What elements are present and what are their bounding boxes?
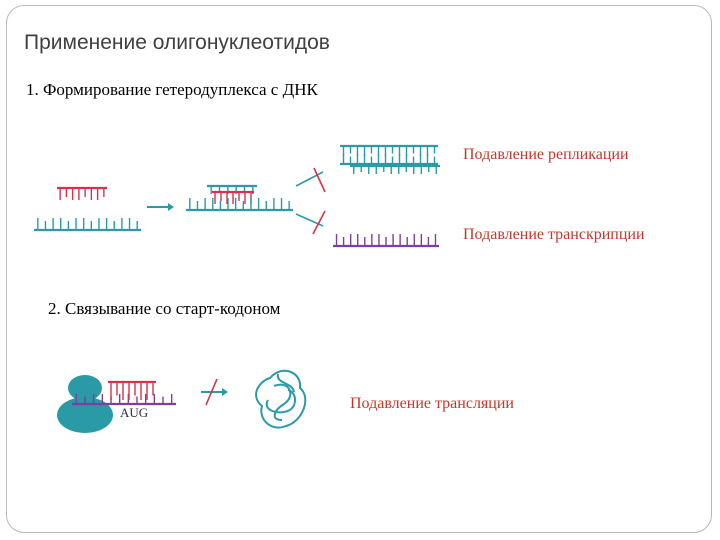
dna-duplex-replication (340, 144, 440, 174)
arrow-1 (147, 203, 174, 211)
dna-duplex-strand-1 (340, 144, 438, 156)
oligo-strand-bound (212, 190, 254, 204)
label-translation-inhibition: Подавление трансляции (350, 395, 514, 412)
rna-strand-transcription (333, 234, 439, 248)
folded-protein-icon (255, 369, 307, 429)
label-transcription-inhibition: Подавление транскрипции (463, 226, 645, 243)
label-replication-inhibition: Подавление репликации (463, 146, 629, 163)
dna-strand-bottom (186, 198, 293, 212)
slide-frame (6, 5, 712, 533)
ribosome-large-subunit (57, 397, 113, 433)
inhibit-mark-replication (295, 167, 326, 193)
oligo-strand-free (57, 186, 107, 200)
oligo-on-start-codon (108, 380, 156, 400)
mrna-strand (72, 394, 176, 406)
slide-title: Применение олигонуклеотидов (24, 31, 330, 54)
item-start-codon: 2. Связывание со старт-кодоном (48, 299, 281, 318)
inhibit-mark-translation (201, 378, 228, 406)
dna-duplex-strand-3 (350, 164, 440, 174)
start-codon-label: AUG (120, 405, 149, 420)
heteroduplex (186, 184, 293, 212)
dna-strand-free (34, 218, 141, 232)
inhibit-mark-transcription (295, 210, 326, 235)
item-heteroduplex: 1. Формирование гетеродуплекса с ДНК (26, 80, 318, 99)
dna-duplex-strand-2 (340, 154, 438, 166)
